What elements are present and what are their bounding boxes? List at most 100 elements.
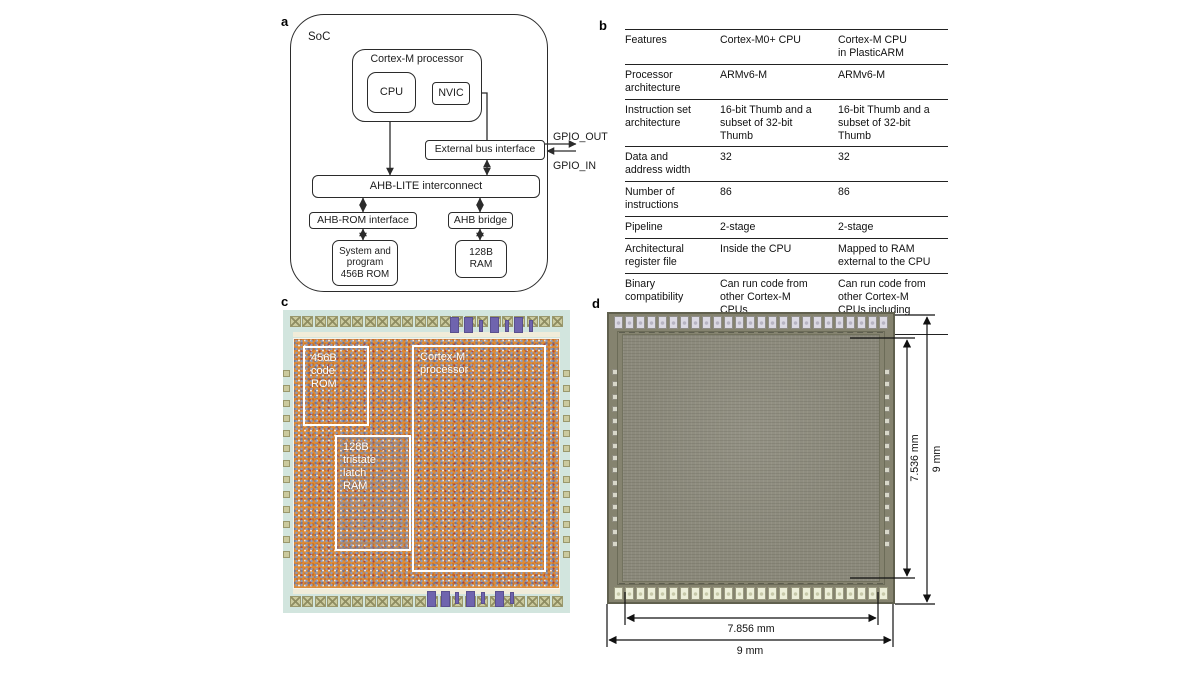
bond-pad bbox=[691, 587, 701, 600]
table-cell: Inside the CPU bbox=[720, 243, 792, 256]
bond-pad bbox=[647, 587, 657, 600]
bond-pad bbox=[283, 520, 290, 528]
bond-pad bbox=[856, 587, 866, 600]
bond-pad bbox=[439, 316, 451, 327]
pad-row-bottom bbox=[614, 587, 888, 600]
bond-pad bbox=[327, 316, 339, 327]
bond-pad bbox=[283, 460, 290, 468]
bond-pad bbox=[636, 316, 646, 329]
bond-pad bbox=[823, 587, 833, 600]
table-cell: ARMv6-M bbox=[838, 68, 886, 81]
bond-pad bbox=[563, 415, 570, 423]
plasticarm-die-photo: 456B code ROM 128B tristate latch RAM Co… bbox=[283, 310, 570, 613]
table-row: Number of instructions 86 86 bbox=[625, 182, 948, 217]
bond-pad bbox=[563, 490, 570, 498]
table-row: Processor architecture ARMv6-M ARMv6-M bbox=[625, 64, 948, 100]
metal-strap bbox=[495, 591, 504, 607]
features-table: Features Cortex-M0+ CPU Cortex-M CPU in … bbox=[625, 29, 948, 335]
header-cortex-m-plasticarm: Cortex-M CPU in PlasticARM bbox=[838, 29, 948, 65]
header-cortex-m0plus: Cortex-M0+ CPU bbox=[720, 29, 838, 65]
bond-pad bbox=[768, 587, 778, 600]
bond-pad bbox=[563, 550, 570, 558]
nvic-label: NVIC bbox=[438, 87, 464, 100]
table-cell: Can run code from other Cortex-M CPUs bbox=[720, 277, 808, 316]
bond-pad bbox=[801, 587, 811, 600]
panel-d-label: d bbox=[592, 296, 600, 311]
metal-strap bbox=[510, 592, 514, 604]
table-row: Architectural register file Inside the C… bbox=[625, 239, 948, 274]
bond-pad bbox=[867, 587, 877, 600]
table-cell: 32 bbox=[838, 151, 850, 164]
bond-pad bbox=[867, 316, 877, 329]
bond-pad bbox=[563, 535, 570, 543]
bond-pad bbox=[283, 445, 290, 453]
bond-pad bbox=[812, 316, 822, 329]
bond-pad bbox=[283, 550, 290, 558]
ram-label: 128B RAM bbox=[469, 247, 493, 270]
bond-pad bbox=[845, 587, 855, 600]
bond-pad bbox=[563, 475, 570, 483]
bond-pad bbox=[539, 596, 551, 607]
bond-pad bbox=[302, 596, 314, 607]
rom-region-label: 456B code ROM bbox=[311, 352, 337, 390]
bond-pad bbox=[539, 316, 551, 327]
bond-pad bbox=[669, 316, 679, 329]
bond-pad bbox=[314, 316, 326, 327]
metal-strap bbox=[427, 591, 436, 607]
bond-pad bbox=[834, 587, 844, 600]
bond-pad bbox=[779, 316, 789, 329]
pad-col-left bbox=[283, 370, 290, 558]
table-cell: Data and address width bbox=[625, 151, 691, 177]
bond-pad bbox=[625, 316, 635, 329]
bond-pad bbox=[724, 587, 734, 600]
bond-pad bbox=[779, 587, 789, 600]
ahb-lite-interconnect-box: AHB-LITE interconnect bbox=[312, 175, 540, 198]
bond-pad bbox=[427, 316, 439, 327]
bond-pad bbox=[878, 587, 888, 600]
bond-pad bbox=[658, 316, 668, 329]
bond-pad bbox=[283, 505, 290, 513]
metal-strap bbox=[505, 320, 509, 332]
cpu-box: CPU bbox=[367, 72, 416, 113]
bond-pad bbox=[283, 370, 290, 377]
die-top-rail bbox=[293, 332, 560, 337]
table-cell: Processor architecture bbox=[625, 68, 681, 94]
table-cell: 2-stage bbox=[720, 221, 756, 234]
bond-pad bbox=[625, 587, 635, 600]
metal-strap bbox=[479, 320, 483, 332]
bond-pad bbox=[283, 400, 290, 408]
ram-region-label: 128B tristate latch RAM bbox=[343, 441, 377, 492]
metal-strap bbox=[529, 320, 533, 332]
dim-height-outer-label: 9 mm bbox=[931, 446, 943, 473]
bond-pad bbox=[364, 596, 376, 607]
table-cell: Number of instructions bbox=[625, 186, 679, 212]
bond-pad bbox=[352, 596, 364, 607]
bond-pad bbox=[713, 587, 723, 600]
bond-pad bbox=[735, 587, 745, 600]
bond-pad bbox=[352, 316, 364, 327]
cortex-m-region-outline: Cortex-M processor bbox=[412, 345, 546, 572]
bond-pad bbox=[551, 316, 563, 327]
panel-a-label: a bbox=[281, 14, 289, 29]
bond-pad bbox=[514, 596, 526, 607]
ram-box: 128B RAM bbox=[455, 240, 507, 278]
rom-region-outline: 456B code ROM bbox=[303, 346, 369, 426]
bond-pad bbox=[878, 316, 888, 329]
metal-strap bbox=[464, 317, 473, 333]
ahb-bridge-label: AHB bridge bbox=[453, 214, 508, 226]
table-cell: 16-bit Thumb and a subset of 32-bit Thum… bbox=[720, 103, 812, 142]
nvic-box: NVIC bbox=[432, 82, 470, 105]
bond-pad bbox=[402, 596, 414, 607]
bond-pad bbox=[389, 316, 401, 327]
die-core-area: 456B code ROM 128B tristate latch RAM Co… bbox=[293, 338, 560, 589]
bare-die-photo bbox=[607, 312, 895, 604]
bond-pad bbox=[713, 316, 723, 329]
table-row: Instruction set architecture 16-bit Thum… bbox=[625, 99, 948, 147]
gpio-out-label: GPIO_OUT bbox=[553, 131, 608, 143]
metal-strap bbox=[455, 592, 459, 604]
ahb-rom-interface-box: AHB-ROM interface bbox=[309, 212, 417, 229]
bond-pad bbox=[563, 430, 570, 438]
table-cell: 86 bbox=[720, 186, 732, 199]
external-bus-interface-box: External bus interface bbox=[425, 140, 545, 160]
